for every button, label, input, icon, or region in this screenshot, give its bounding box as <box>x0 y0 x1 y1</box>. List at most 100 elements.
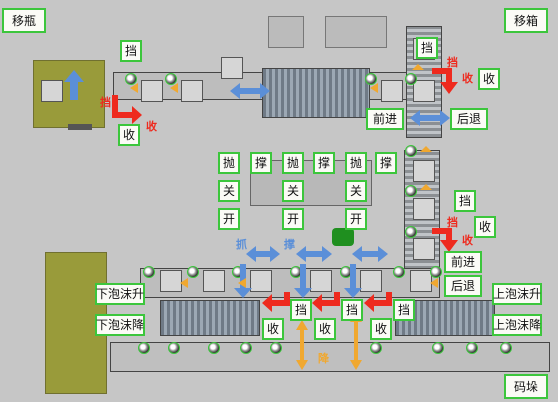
open-button[interactable]: 开 <box>218 208 240 230</box>
red-corner-arrow-icon <box>312 292 340 312</box>
up-down-arrow-icon <box>296 320 308 370</box>
station <box>413 160 435 182</box>
arrow-icon <box>430 278 438 288</box>
forward-button[interactable]: 前进 <box>366 108 404 130</box>
arrow-icon <box>170 83 178 93</box>
overlay-close: 收 <box>462 72 474 85</box>
station <box>221 57 243 79</box>
support-button[interactable]: 撑 <box>250 152 272 174</box>
station <box>310 270 332 292</box>
roller <box>466 342 478 354</box>
close-button[interactable]: 收 <box>314 318 336 340</box>
arrow-icon <box>238 278 246 288</box>
overlay-place: 撑 <box>284 238 296 251</box>
roller <box>370 342 382 354</box>
upper-foam-down-button[interactable]: 上泡沫降 <box>492 314 542 336</box>
roller <box>270 342 282 354</box>
shut-button[interactable]: 关 <box>218 180 240 202</box>
roller <box>365 73 377 85</box>
overlay-close: 收 <box>146 120 158 133</box>
arrow-icon <box>180 278 188 288</box>
down-arrow-icon <box>294 264 312 298</box>
arrow-icon <box>370 83 378 93</box>
red-corner-arrow-icon <box>432 228 458 252</box>
lower-foam-belt <box>160 300 260 336</box>
station <box>41 80 63 102</box>
station <box>250 270 272 292</box>
roller <box>405 185 417 197</box>
overlay-block: 挡 <box>100 96 112 109</box>
station <box>413 198 435 220</box>
roller <box>143 266 155 278</box>
roller <box>405 145 417 157</box>
close-button[interactable]: 收 <box>478 68 500 90</box>
red-corner-arrow-icon <box>262 292 290 312</box>
block-button[interactable]: 挡 <box>290 299 312 321</box>
roller <box>168 342 180 354</box>
arrow-icon <box>420 184 432 190</box>
red-corner-arrow-icon <box>112 95 142 124</box>
robot-arm <box>332 228 354 246</box>
roller <box>432 342 444 354</box>
lower-foam-up-button[interactable]: 下泡沫升 <box>95 283 145 305</box>
open-button[interactable]: 开 <box>345 208 367 230</box>
block-button[interactable]: 挡 <box>416 37 438 59</box>
up-arrow-icon <box>64 70 84 100</box>
roller <box>430 266 442 278</box>
block-button[interactable]: 挡 <box>393 299 415 321</box>
station <box>360 270 382 292</box>
overlay-grab: 抓 <box>236 238 248 251</box>
shut-button[interactable]: 关 <box>345 180 367 202</box>
machine-block-2 <box>325 16 387 48</box>
overlay-lower: 降 <box>318 352 330 365</box>
lower-foam-down-button[interactable]: 下泡沫降 <box>95 314 145 336</box>
machine-block <box>268 16 304 48</box>
station <box>381 80 403 102</box>
grab-button[interactable]: 抛 <box>345 152 367 174</box>
left-right-arrow-icon <box>296 246 332 262</box>
station <box>203 270 225 292</box>
move-box-label[interactable]: 移箱 <box>504 8 548 33</box>
shut-button[interactable]: 关 <box>282 180 304 202</box>
overlay-shrink: 收 <box>462 234 474 247</box>
station <box>141 80 163 102</box>
roller <box>208 342 220 354</box>
block-button[interactable]: 挡 <box>341 299 363 321</box>
station <box>413 238 435 260</box>
roller <box>187 266 199 278</box>
grab-button[interactable]: 抛 <box>282 152 304 174</box>
pallet-base <box>68 124 92 130</box>
support-button[interactable]: 撑 <box>313 152 335 174</box>
close-button[interactable]: 收 <box>370 318 392 340</box>
roller <box>405 73 417 85</box>
backward-button[interactable]: 后退 <box>450 108 488 130</box>
roller <box>393 266 405 278</box>
open-button[interactable]: 开 <box>282 208 304 230</box>
block-button[interactable]: 挡 <box>120 40 142 62</box>
roller <box>125 73 137 85</box>
forward-button[interactable]: 前进 <box>444 251 482 273</box>
station <box>181 80 203 102</box>
close-button[interactable]: 收 <box>118 124 140 146</box>
move-bottle-label[interactable]: 移瓶 <box>2 8 46 33</box>
left-right-arrow-icon <box>352 246 388 262</box>
up-down-arrow-icon <box>350 312 362 370</box>
support-button[interactable]: 撑 <box>375 152 397 174</box>
roller <box>240 342 252 354</box>
palletize-label[interactable]: 码垛 <box>504 374 548 399</box>
roller <box>165 73 177 85</box>
station <box>410 270 432 292</box>
backward-button[interactable]: 后退 <box>444 275 482 297</box>
arrow-icon <box>412 64 424 70</box>
arrow-icon <box>130 83 138 93</box>
block-button[interactable]: 挡 <box>454 190 476 212</box>
close-button[interactable]: 收 <box>262 318 284 340</box>
roller <box>138 342 150 354</box>
grab-button[interactable]: 抛 <box>218 152 240 174</box>
arrow-icon <box>420 146 432 152</box>
red-corner-arrow-icon <box>364 292 392 312</box>
upper-foam-up-button[interactable]: 上泡沫升 <box>492 283 542 305</box>
close-button[interactable]: 收 <box>474 216 496 238</box>
